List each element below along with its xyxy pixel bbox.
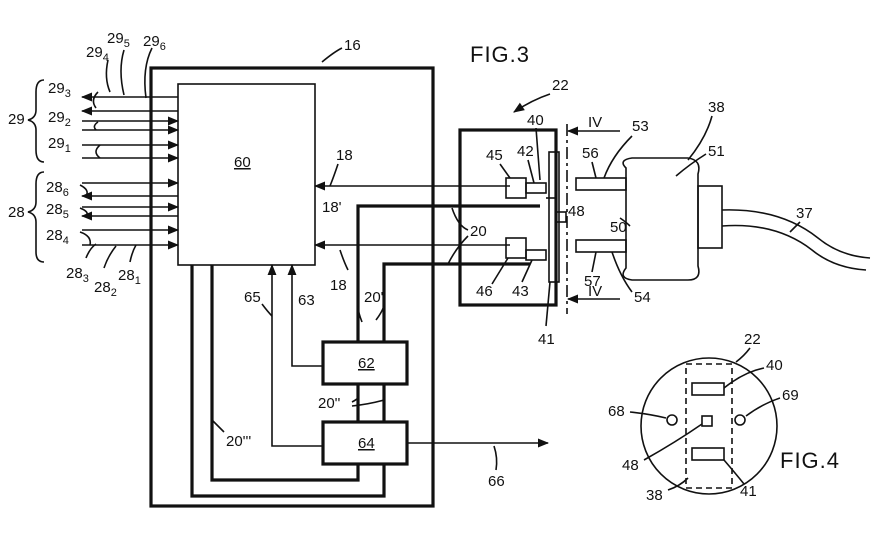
line-63	[287, 263, 323, 367]
label-50: 50	[610, 219, 627, 236]
leader-lines-28-29	[79, 47, 153, 269]
label-56: 56	[582, 145, 599, 162]
line-20tprime-b	[190, 265, 386, 498]
fig4-label-69: 69	[782, 387, 799, 404]
svg-text:291: 291	[48, 135, 71, 155]
contact-46	[505, 237, 527, 259]
line-group-29	[80, 92, 180, 163]
line-20tprime-a	[210, 265, 360, 482]
label-62: 62	[358, 355, 375, 372]
labels-29-sub: 294 295 296 293 292 291	[48, 30, 166, 155]
svg-text:296: 296	[143, 33, 166, 53]
fig4-label-22: 22	[744, 331, 761, 348]
unit-60	[177, 83, 316, 266]
label-46: 46	[476, 283, 493, 300]
label-57: 57	[584, 273, 601, 290]
contact-45	[505, 177, 527, 199]
fig4-socket-face	[640, 357, 778, 495]
housing-16	[149, 66, 435, 508]
label-42: 42	[517, 143, 534, 160]
label-20: 20	[470, 223, 487, 240]
label-40: 40	[527, 112, 544, 129]
line-65	[267, 263, 323, 447]
label-48: 48	[568, 203, 585, 220]
svg-text:283: 283	[66, 265, 89, 285]
label-64: 64	[358, 435, 375, 452]
fig4-contact-48	[701, 415, 713, 427]
label-section-top: IV	[588, 114, 602, 131]
fig3-title: FIG.3	[470, 42, 530, 67]
svg-text:282: 282	[94, 279, 117, 299]
label-18-bottom: 18	[330, 277, 347, 294]
plug-strain-relief	[697, 185, 723, 249]
fig4-contact-40	[691, 382, 725, 396]
svg-text:292: 292	[48, 109, 71, 129]
plug-body-51	[622, 157, 700, 281]
label-20-prime: 20'	[364, 289, 384, 306]
label-18-top: 18	[336, 147, 353, 164]
label-18-prime: 18'	[322, 199, 342, 216]
contact-48	[555, 211, 567, 223]
fig4-label-38: 38	[646, 487, 663, 504]
svg-text:285: 285	[46, 201, 69, 221]
contact-43	[525, 249, 547, 261]
socket-22	[458, 128, 558, 307]
label-20-dprime: 20''	[318, 395, 341, 412]
svg-text:286: 286	[46, 179, 69, 199]
label-41: 41	[538, 331, 555, 348]
line-20prime-a	[356, 204, 540, 342]
svg-text:294: 294	[86, 44, 109, 64]
svg-text:284: 284	[46, 227, 69, 247]
label-16: 16	[344, 37, 361, 54]
label-37: 37	[796, 205, 813, 222]
fig4-hole-68	[666, 414, 678, 426]
contact-42	[525, 182, 547, 194]
label-28: 28	[8, 204, 25, 221]
line-group-28	[80, 178, 180, 250]
fig4-plug-outline-38	[685, 363, 733, 489]
fig4-label-40: 40	[766, 357, 783, 374]
labels-28-sub: 286 285 284 283 282 281	[46, 179, 141, 299]
fig4-label-68: 68	[608, 403, 625, 420]
label-51: 51	[708, 143, 725, 160]
block-62	[321, 340, 409, 386]
brace-28	[27, 171, 45, 263]
label-60: 60	[234, 154, 251, 171]
cable-37a	[721, 209, 871, 259]
plug-pin-54	[575, 239, 627, 253]
fig4-label-48: 48	[622, 457, 639, 474]
svg-text:295: 295	[107, 30, 130, 50]
svg-text:293: 293	[48, 80, 71, 100]
fig4-contact-41	[691, 447, 725, 461]
brace-29	[27, 79, 45, 163]
label-29: 29	[8, 111, 25, 128]
label-20-tprime: 20'''	[226, 433, 251, 450]
line-20prime-b	[382, 262, 530, 342]
label-section-bottom: IV	[588, 283, 602, 300]
label-38: 38	[708, 99, 725, 116]
label-45: 45	[486, 147, 503, 164]
cable-37b	[721, 224, 867, 271]
label-63: 63	[298, 292, 315, 309]
label-43: 43	[512, 283, 529, 300]
label-66: 66	[488, 473, 505, 490]
svg-text:281: 281	[118, 267, 141, 287]
plug-pin-53	[575, 177, 627, 191]
label-54: 54	[634, 289, 651, 306]
label-65: 65	[244, 289, 261, 306]
fig4-hole-69	[734, 414, 746, 426]
socket-face	[548, 151, 560, 283]
fig4-label-41: 41	[740, 483, 757, 500]
label-22: 22	[552, 77, 569, 94]
label-53: 53	[632, 118, 649, 135]
fig4-title: FIG.4	[780, 448, 840, 473]
